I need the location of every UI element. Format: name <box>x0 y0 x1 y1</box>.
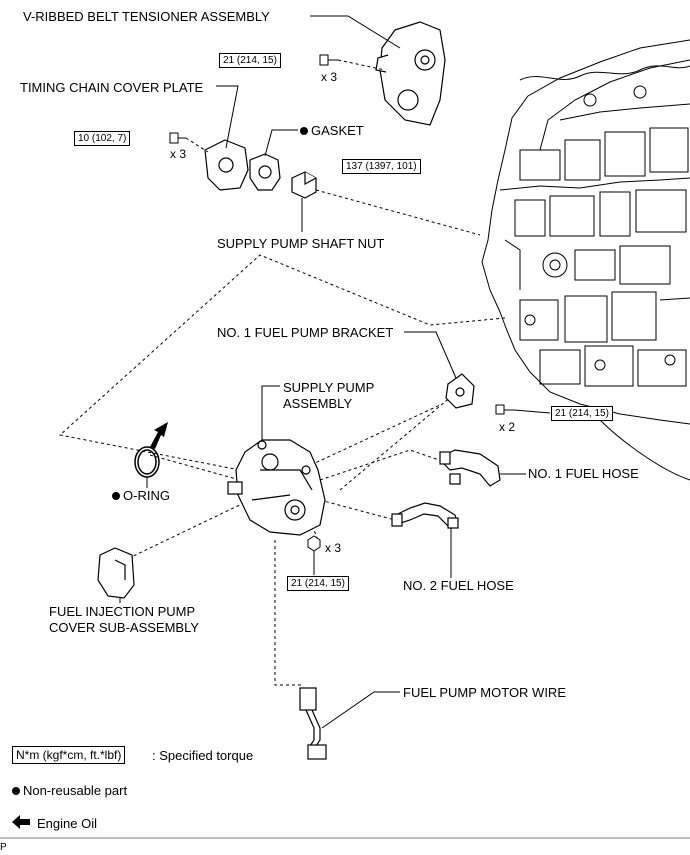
torque-bracket-bolts: 21 (214, 15) <box>551 406 613 421</box>
label-no2-fuel-hose: NO. 2 FUEL HOSE <box>403 578 514 593</box>
label-no1-fuel-pump-bracket: NO. 1 FUEL PUMP BRACKET <box>217 325 394 340</box>
supply-pump-drawing <box>227 439 326 536</box>
label-supply-pump-shaft-nut: SUPPLY PUMP SHAFT NUT <box>217 236 385 251</box>
cover-plate-drawing <box>204 139 249 191</box>
legend-oil-arrow-icon <box>12 815 30 829</box>
qty-tensioner-bolts: x 3 <box>321 70 338 84</box>
non-reusable-dot-icon <box>112 492 120 500</box>
tensioner-bolt <box>319 54 338 66</box>
footer-code: P <box>0 842 7 853</box>
plate-bolt <box>169 132 186 144</box>
torque-shaft-nut: 137 (1397, 101) <box>342 159 421 174</box>
dashed-guide-lines <box>58 254 506 686</box>
label-gasket: GASKET <box>300 123 364 138</box>
label-no1-fuel-hose: NO. 1 FUEL HOSE <box>528 466 639 481</box>
shaft-nut-drawing <box>291 171 317 199</box>
legend-torque-unit: N*m (kgf*cm, ft.*lbf) <box>12 746 126 764</box>
non-reusable-dot-icon <box>12 787 20 795</box>
label-o-ring-text: O-RING <box>123 488 170 503</box>
label-fuel-pump-motor-wire: FUEL PUMP MOTOR WIRE <box>403 685 566 700</box>
legend-torque-desc: : Specified torque <box>152 748 254 763</box>
torque-cover-plate-bolts: 10 (102, 7) <box>74 131 131 146</box>
oil-arrow-icon <box>150 422 168 449</box>
pump-nut <box>307 535 321 552</box>
label-supply-pump-line2: ASSEMBLY <box>283 396 353 411</box>
qty-bracket-bolts: x 2 <box>499 420 516 434</box>
label-o-ring: O-RING <box>112 488 170 503</box>
bracket-drawing <box>445 373 475 409</box>
legend-engine-oil: Engine Oil <box>37 816 97 831</box>
label-pump-cover-line2: COVER SUB-ASSEMBLY <box>49 620 200 635</box>
bracket-bolt <box>495 404 514 415</box>
non-reusable-dot-icon <box>300 127 308 135</box>
legend-non-reusable: Non-reusable part <box>12 783 127 798</box>
engine-block <box>481 39 690 481</box>
label-gasket-text: GASKET <box>311 123 364 138</box>
motor-wire-drawing <box>299 687 327 760</box>
no2-fuel-hose-drawing <box>391 502 459 529</box>
torque-pump-nuts: 21 (214, 15) <box>287 576 349 591</box>
qty-pump-nuts: x 3 <box>325 541 342 555</box>
no1-fuel-hose-drawing <box>439 449 501 487</box>
belt-tensioner-drawing <box>375 21 446 126</box>
label-pump-cover-line1: FUEL INJECTION PUMP <box>49 604 196 619</box>
torque-tensioner-bolts: 21 (214, 15) <box>219 53 281 68</box>
legend-non-reusable-text: Non-reusable part <box>23 783 128 798</box>
pump-cover-drawing <box>97 547 135 599</box>
gasket-drawing <box>249 153 281 191</box>
label-supply-pump-line1: SUPPLY PUMP <box>283 380 375 395</box>
label-belt-tensioner: V-RIBBED BELT TENSIONER ASSEMBLY <box>23 9 270 24</box>
qty-cover-plate-bolts: x 3 <box>170 147 187 161</box>
label-timing-chain-cover-plate: TIMING CHAIN COVER PLATE <box>20 80 204 95</box>
o-ring-drawing <box>134 446 160 478</box>
